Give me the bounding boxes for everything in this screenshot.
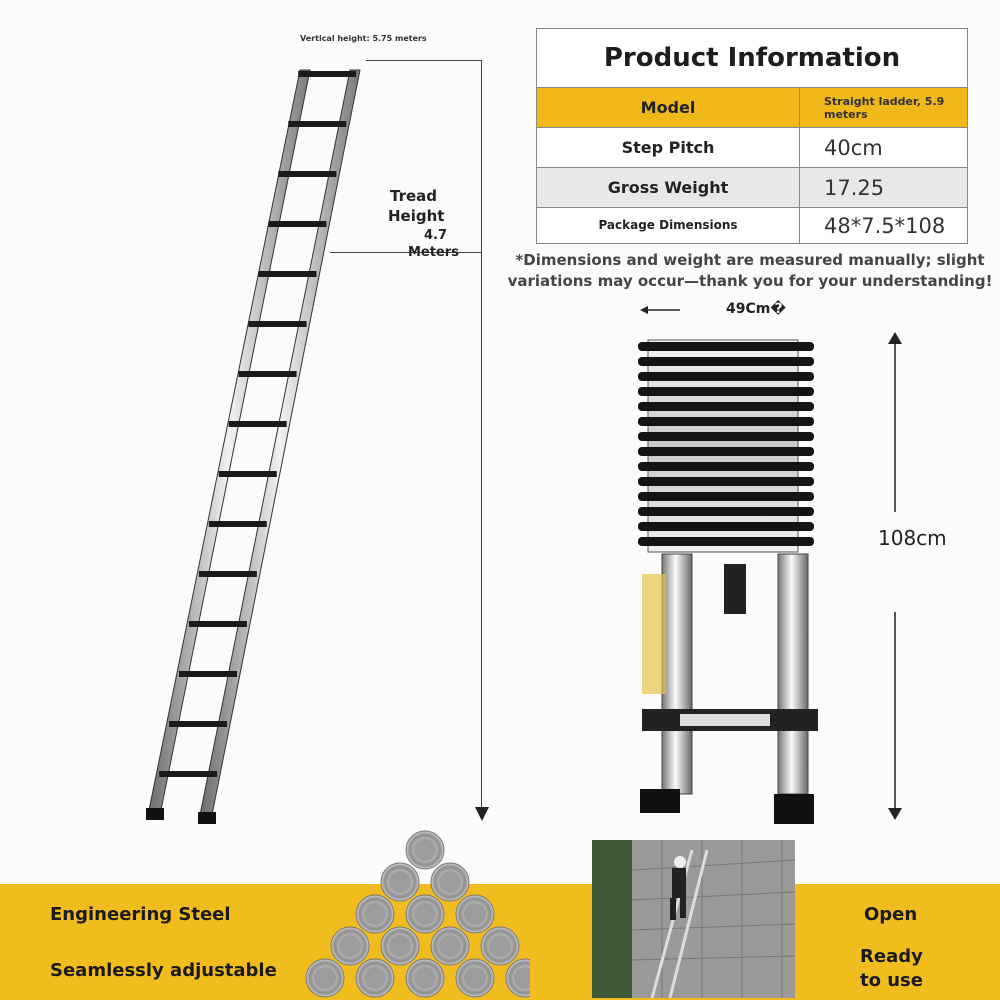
steel-tube-hole <box>439 935 461 957</box>
feature-to-use: to use <box>860 970 923 991</box>
steel-tube-hole <box>414 839 436 861</box>
model-value: Straight ladder, 5.9 meters <box>799 87 968 128</box>
folded-ladder-band <box>638 402 814 411</box>
steel-tube-hole <box>439 871 461 893</box>
feature-open: Open <box>864 904 918 925</box>
tread-height-line2: Height <box>388 207 445 225</box>
folded-ladder-band <box>638 522 814 531</box>
steel-tube-hole <box>389 935 411 957</box>
folded-ladder-band <box>638 417 814 426</box>
steel-tube-hole <box>314 967 336 989</box>
table-row: Gross Weight 17.25 <box>536 167 968 208</box>
measurement-note: *Dimensions and weight are measured manu… <box>500 250 1000 292</box>
top-dimension-line <box>366 60 482 61</box>
ladder-rung <box>248 321 307 327</box>
feature-engineering-steel: Engineering Steel <box>50 904 231 925</box>
folded-ladder-band <box>638 492 814 501</box>
steel-tube-hole <box>389 871 411 893</box>
ladder-rung <box>218 471 277 477</box>
tread-height-label: Tread Height 4.7 Meters <box>388 186 459 260</box>
folded-ladder-band <box>638 387 814 396</box>
steel-tube-hole <box>489 935 511 957</box>
folded-ladder-band <box>638 507 814 516</box>
steel-tubes-image <box>305 830 530 998</box>
folded-width-label: 49Cm� <box>726 301 786 317</box>
folded-ladder-band <box>638 447 814 456</box>
package-dimensions-key: Package Dimensions <box>536 207 800 244</box>
folded-ladder-band <box>638 537 814 546</box>
down-arrow-icon <box>888 612 902 820</box>
model-key: Model <box>536 87 800 128</box>
ladder-rung <box>169 721 228 727</box>
tread-height-line1: Tread <box>390 187 438 205</box>
note-line1: *Dimensions and weight are measured manu… <box>515 251 985 269</box>
up-arrow-icon <box>888 332 902 512</box>
folded-ladder-band <box>638 372 814 381</box>
gross-weight-key: Gross Weight <box>536 167 800 208</box>
feature-ready: Ready <box>860 946 923 967</box>
folded-ladder-band <box>638 357 814 366</box>
ladder-rung <box>179 671 238 677</box>
ladder-rung <box>198 571 257 577</box>
ladder-rung <box>208 521 267 527</box>
steel-tube-hole <box>414 967 436 989</box>
table-row: Package Dimensions 48*7.5*108 <box>536 207 968 244</box>
feature-seamlessly-adjustable: Seamlessly adjustable <box>50 960 277 981</box>
ladder-rung <box>268 221 327 227</box>
step-pitch-value: 40cm <box>799 127 968 168</box>
folded-ladder-band <box>638 342 814 351</box>
tread-height-line4: Meters <box>408 245 459 260</box>
vertical-height-label: Vertical height: 5.75 meters <box>300 34 427 43</box>
vertical-dimension-line <box>481 60 482 812</box>
folded-height-label: 108cm <box>878 526 947 550</box>
step-pitch-key: Step Pitch <box>536 127 800 168</box>
ladder-rung <box>258 271 317 277</box>
folded-ladder-image <box>638 339 818 824</box>
steel-tube-hole <box>514 967 530 989</box>
table-row: Model Straight ladder, 5.9 meters <box>536 87 968 128</box>
package-dimensions-value: 48*7.5*108 <box>799 207 968 244</box>
note-line2: variations may occur—thank you for your … <box>507 272 993 290</box>
ladder-rung <box>298 71 357 77</box>
ladder-rung <box>278 171 337 177</box>
product-info-table: Product Information Model Straight ladde… <box>536 28 968 244</box>
wall-photo-graphic <box>592 840 795 998</box>
ladder-in-use-photo <box>592 840 795 998</box>
folded-ladder-band <box>638 432 814 441</box>
folded-ladder-band <box>638 462 814 471</box>
ladder-rung <box>238 371 297 377</box>
ladder-rung <box>228 421 287 427</box>
tread-height-line3: 4.7 <box>424 228 448 243</box>
down-arrow-icon <box>475 807 489 821</box>
ladder-rung <box>159 771 218 777</box>
folded-ladder-band <box>638 477 814 486</box>
steel-tube-hole <box>339 935 361 957</box>
extended-ladder-image <box>146 69 361 824</box>
table-row: Step Pitch 40cm <box>536 127 968 168</box>
tread-dimension-line <box>330 252 482 253</box>
steel-tube-hole <box>464 967 486 989</box>
ladder-rung <box>188 621 247 627</box>
table-title: Product Information <box>536 28 968 88</box>
ladder-rung <box>288 121 347 127</box>
steel-tube-hole <box>464 903 486 925</box>
steel-tube-hole <box>364 903 386 925</box>
gross-weight-value: 17.25 <box>799 167 968 208</box>
steel-tube-hole <box>414 903 436 925</box>
left-arrow-icon <box>640 306 680 314</box>
steel-tube-hole <box>364 967 386 989</box>
